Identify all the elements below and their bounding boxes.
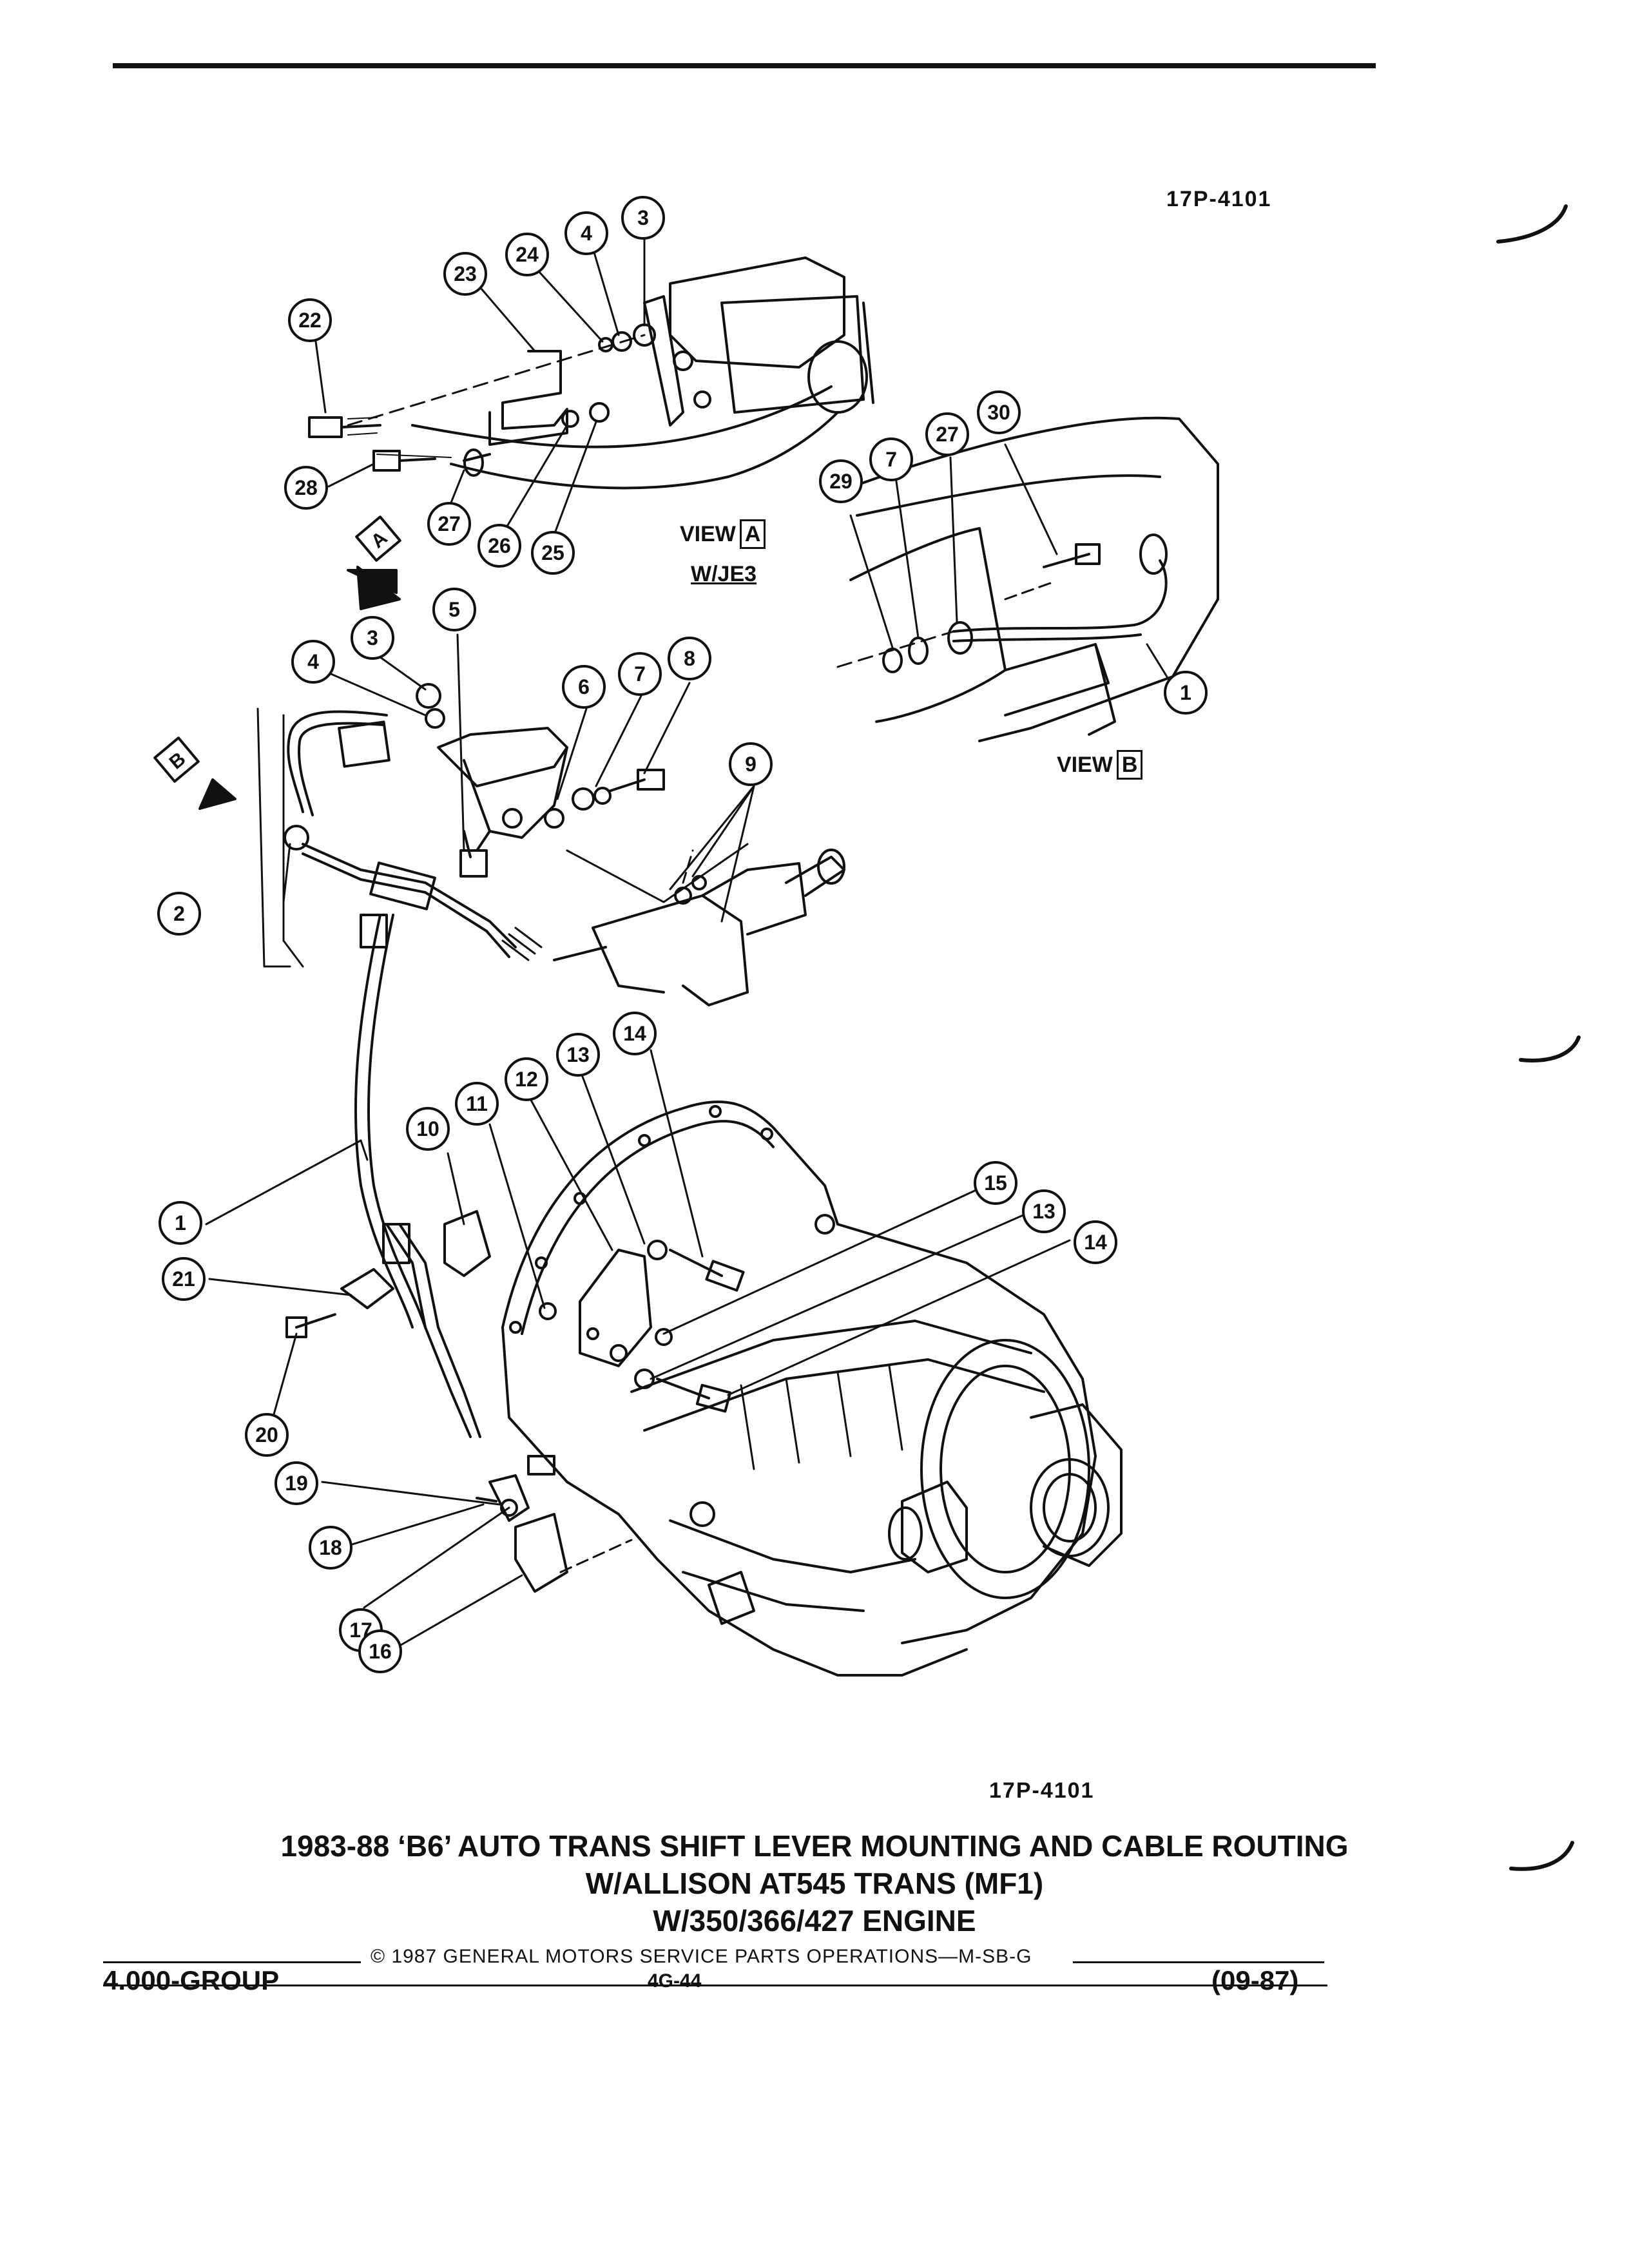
figure-title-line-3: W/350/366/427 ENGINE [653,1904,976,1937]
callout-1: 1 [175,1211,186,1235]
callout-27: 27 [936,423,959,446]
shifter-bracket [416,683,845,1006]
copyright-notice: © 1987 GENERAL MOTORS SERVICE PARTS OPER… [371,1946,1032,1967]
view-a-assembly [308,256,874,490]
callout-7: 7 [634,662,646,686]
callout-circles [157,196,1208,1673]
callout-6: 6 [578,675,590,698]
callout-8: 8 [684,647,695,670]
callout-4: 4 [581,222,592,245]
callout-13: 13 [566,1043,590,1066]
callout-19: 19 [285,1472,308,1495]
callout-26: 26 [488,534,511,557]
view-a-sublabel: W/JE3 [691,562,757,586]
callout-3: 3 [637,206,649,229]
callout-11: 11 [466,1092,488,1115]
page-edge-marks [1496,204,1581,1871]
callout-9: 9 [745,753,757,776]
callout-29: 29 [829,470,853,493]
callout-20: 20 [255,1423,278,1446]
callout-16: 16 [369,1640,392,1663]
callout-14: 14 [1084,1231,1107,1254]
revision-date: (09-87) [1211,1965,1299,1995]
callout-7: 7 [885,448,897,471]
figure-reference-bottom: 17P-4101 [989,1778,1095,1803]
callout-2: 2 [173,902,185,925]
callout-30: 30 [987,401,1010,424]
callout-10: 10 [416,1117,439,1140]
callout-18: 18 [319,1536,342,1559]
callout-17: 17 [349,1619,372,1642]
callout-23: 23 [454,262,477,285]
callout-24: 24 [516,243,539,266]
leader-lines [205,231,1174,1651]
transmission-assembly [285,1100,1123,1677]
callout-25: 25 [541,541,564,564]
footer-rule-right [1073,1961,1324,1963]
group-number: 4.000-GROUP [103,1965,280,1995]
callout-3: 3 [367,626,378,649]
figure-title-line-2: W/ALLISON AT545 TRANS (MF1) [585,1867,1044,1900]
shift-cable [256,707,543,1438]
figure-title-line-1: 1983-88 ‘B6’ AUTO TRANS SHIFT LEVER MOUN… [280,1829,1349,1863]
callout-12: 12 [515,1068,538,1091]
callout-1: 1 [1180,681,1191,704]
callout-15: 15 [984,1171,1007,1195]
callout-21: 21 [172,1267,195,1291]
figure-reference-top: 17P-4101 [1166,187,1272,211]
callout-27: 27 [438,512,461,535]
callout-14: 14 [623,1022,646,1045]
footer-underline [103,1984,1327,1986]
footer-rule-left [103,1961,361,1963]
callout-5: 5 [448,598,460,621]
callout-22: 22 [298,309,322,332]
page-number: 4G-44 [648,1970,702,1992]
callout-28: 28 [294,476,318,499]
top-rule [113,63,1376,68]
callout-13: 13 [1032,1200,1055,1223]
callout-4: 4 [307,650,319,673]
view-arrows [153,515,401,810]
